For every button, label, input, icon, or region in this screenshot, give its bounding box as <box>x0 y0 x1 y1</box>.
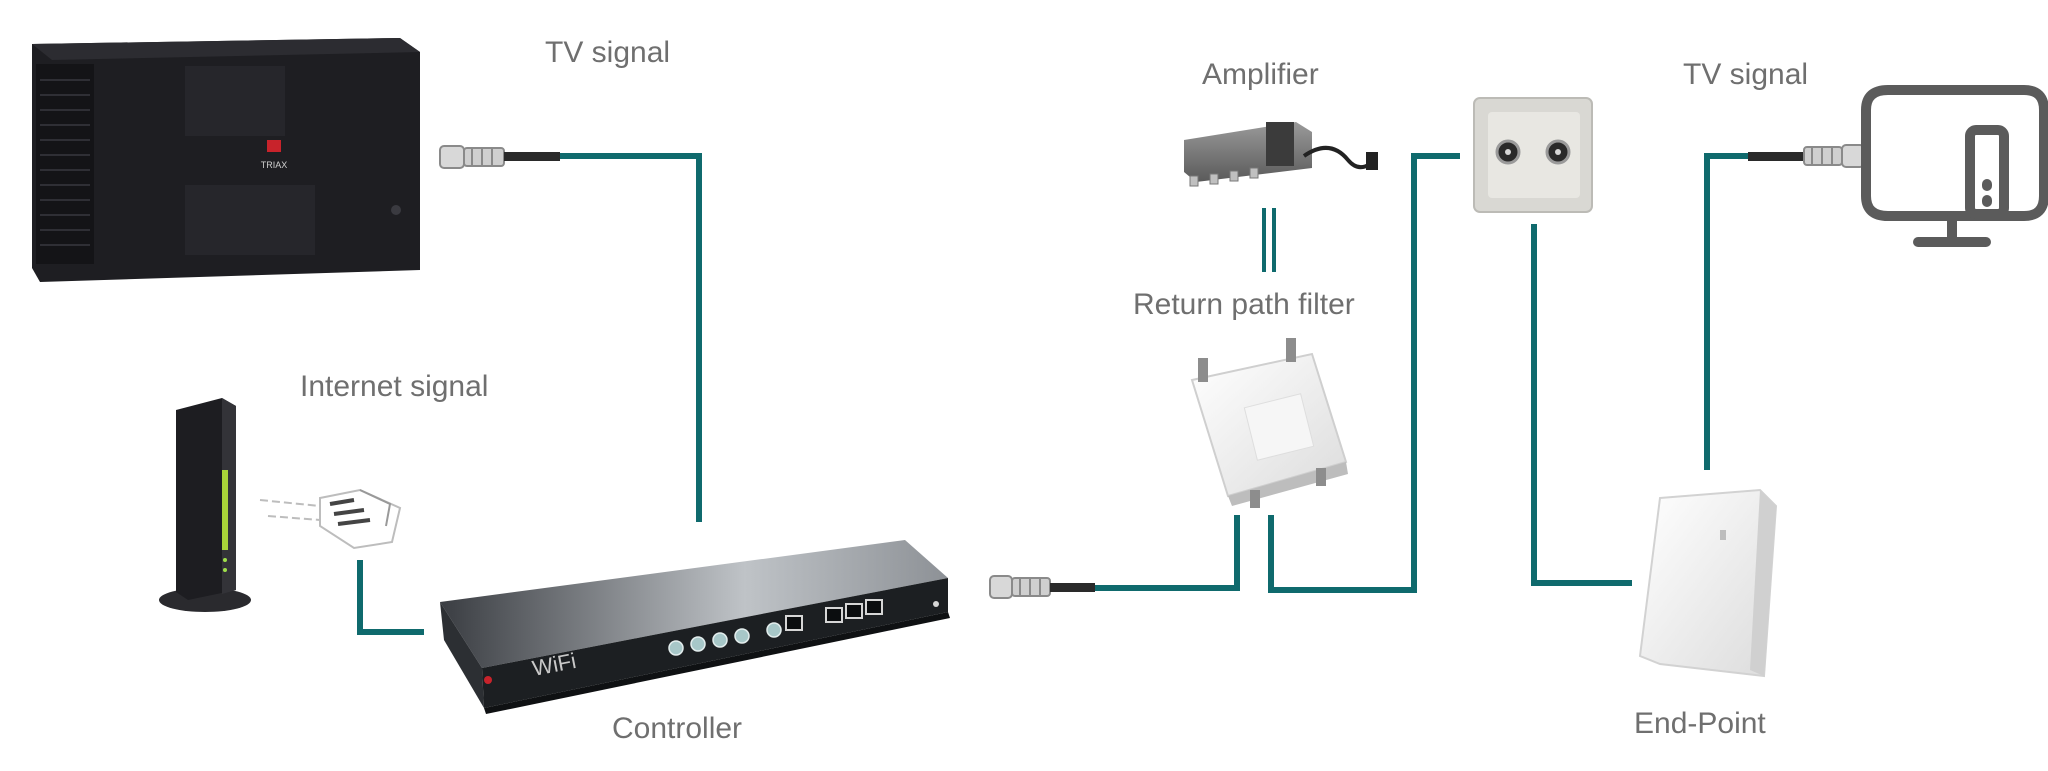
cable-tv-to-controller <box>560 153 702 522</box>
internet-signal-label: Internet signal <box>300 370 489 403</box>
cable-socket-to-endpoint <box>1531 224 1632 586</box>
cable-filter-to-socket <box>1268 153 1460 593</box>
amplifier-device <box>1184 122 1378 187</box>
tv-signal-label-left: TV signal <box>545 36 671 69</box>
ethernet-plug-icon <box>259 488 402 550</box>
amplifier-label: Amplifier <box>1202 58 1319 91</box>
cable-controller-to-filter <box>1095 515 1240 591</box>
cable-internet-to-controller <box>357 560 424 635</box>
end-point-label: End-Point <box>1634 707 1766 740</box>
tv-monitor-icon <box>1861 85 2048 247</box>
controller-device: WiFi <box>440 540 950 714</box>
coax-connector-icon <box>1748 144 1865 168</box>
router-device <box>159 398 251 612</box>
end-point-device <box>1638 488 1778 678</box>
cable-endpoint-to-tv <box>1704 153 1748 470</box>
tv-signal-label-right: TV signal <box>1683 58 1809 91</box>
wall-socket-device <box>1473 97 1593 213</box>
return-path-filter-label: Return path filter <box>1133 288 1355 321</box>
coax-connector-icon <box>989 575 1095 599</box>
coax-connector-icon <box>439 145 560 169</box>
headend-device: TRIAX <box>32 38 420 282</box>
cables <box>357 153 1748 635</box>
controller-label: Controller <box>612 712 743 745</box>
headend-brand-text: TRIAX <box>261 160 288 170</box>
return-path-filter-device <box>1190 338 1348 508</box>
